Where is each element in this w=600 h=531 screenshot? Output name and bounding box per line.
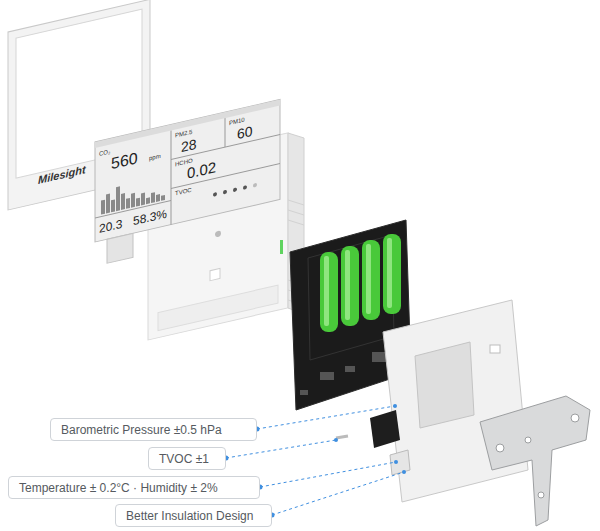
pcb-components bbox=[300, 352, 388, 395]
screen-reading: 58.3% bbox=[133, 207, 167, 227]
sensor-module bbox=[415, 342, 474, 428]
screen-reading: 28 bbox=[181, 137, 197, 155]
spec-callout: Better Insulation Design bbox=[115, 504, 272, 527]
pcb-window bbox=[308, 235, 394, 360]
brand-logo: Milesight bbox=[38, 164, 86, 186]
spec-callout: Barometric Pressure ±0.5 hPa bbox=[50, 418, 257, 441]
batteries bbox=[320, 234, 401, 332]
callout-text: TVOC ±1 bbox=[159, 452, 215, 466]
frame-text-layer: Milesight bbox=[8, 0, 150, 210]
bracket-holes bbox=[496, 414, 579, 498]
screen-reading: PM10 bbox=[229, 117, 245, 127]
screen-reading: CO₂ bbox=[99, 148, 110, 157]
mounting-bracket bbox=[480, 396, 590, 526]
back-cover bbox=[383, 300, 528, 502]
callout-text: Temperature ± 0.2°C · Humidity ± 2% bbox=[19, 481, 249, 495]
spec-callout: TVOC ±1 bbox=[148, 447, 226, 470]
status-led bbox=[280, 240, 283, 254]
screen-reading: 60 bbox=[237, 124, 253, 142]
cover-slot bbox=[490, 345, 500, 353]
callout-text: Barometric Pressure ±0.5 hPa bbox=[61, 423, 246, 437]
screen-reading: ppm bbox=[149, 153, 161, 162]
sensor-part bbox=[390, 450, 410, 475]
eink-screen bbox=[95, 99, 280, 266]
callout-text: Better Insulation Design bbox=[126, 509, 261, 523]
screen-reading: 20.3 bbox=[99, 218, 122, 235]
spec-callout: Temperature ± 0.2°C · Humidity ± 2% bbox=[8, 476, 260, 499]
sensor-part bbox=[370, 410, 400, 448]
screen-reading: 560 bbox=[111, 150, 138, 172]
pin-part bbox=[336, 436, 348, 438]
screen-reading: TVOC bbox=[175, 187, 192, 197]
